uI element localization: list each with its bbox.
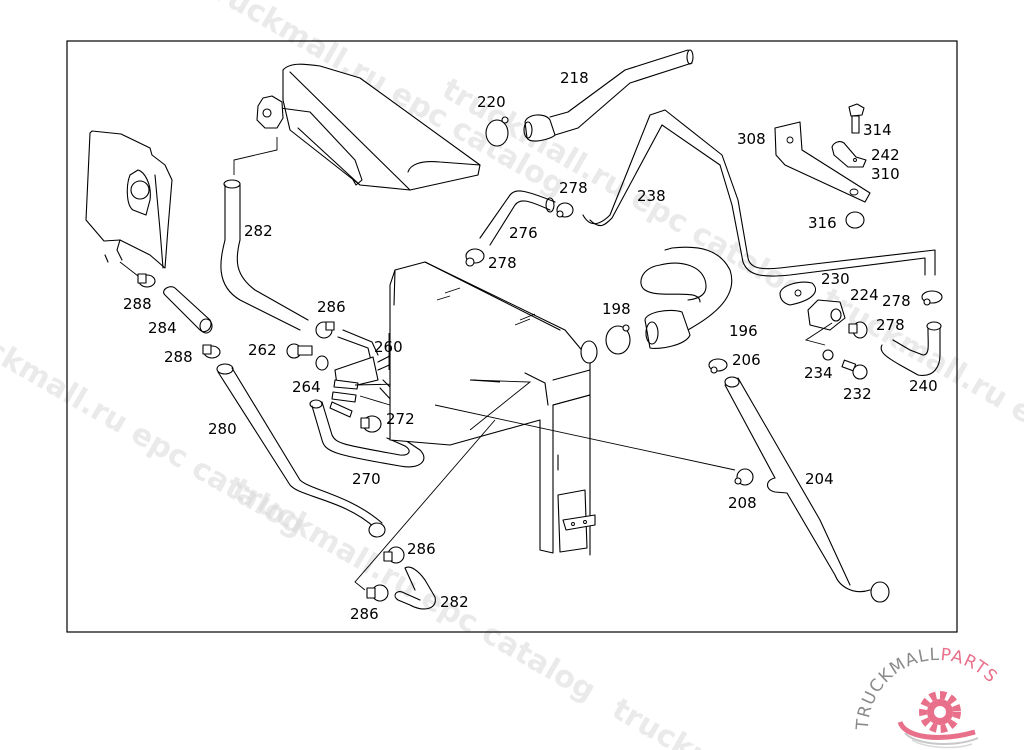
part-label[interactable]: 286	[350, 605, 379, 623]
part-label[interactable]: 278	[559, 179, 588, 197]
air-duct	[233, 63, 481, 191]
part-label[interactable]: 282	[440, 593, 469, 611]
hose-276	[479, 190, 556, 246]
part-label[interactable]: 276	[509, 224, 538, 242]
radiator	[389, 261, 598, 556]
part-label[interactable]: 240	[909, 377, 938, 395]
part-label[interactable]: 208	[728, 494, 757, 512]
hose-218	[523, 49, 694, 142]
washer-234	[822, 349, 834, 361]
part-label[interactable]: 198	[602, 300, 631, 318]
clamp-286-mid	[383, 546, 405, 564]
clamp-278-upper	[556, 202, 574, 218]
hose-238	[582, 109, 936, 277]
clamp-288-upper	[119, 261, 156, 288]
part-label[interactable]: 286	[317, 298, 346, 316]
bracket-308	[774, 121, 871, 203]
part-label[interactable]: 260	[374, 338, 403, 356]
clamp-198	[605, 324, 631, 355]
diagram-frame	[66, 40, 958, 633]
part-label[interactable]: 264	[292, 378, 321, 396]
clamp-288-lower	[202, 344, 221, 359]
truckmall-parts-logo: TRUCKMALLPARTS	[853, 645, 1002, 749]
clamp-278-right-lower	[848, 321, 868, 339]
nut-316	[845, 211, 865, 229]
bolt-314	[848, 103, 865, 134]
clamp-206	[708, 358, 728, 374]
gear-icon	[919, 691, 961, 733]
bolt-262	[286, 343, 313, 359]
part-label[interactable]: 280	[208, 420, 237, 438]
watermark: truckmall.ru	[606, 692, 804, 750]
part-label[interactable]: 310	[871, 165, 900, 183]
part-label[interactable]: 270	[352, 470, 381, 488]
clamp-208	[734, 468, 754, 486]
part-label[interactable]: 284	[148, 319, 177, 337]
part-label[interactable]: 238	[637, 187, 666, 205]
part-label[interactable]: 220	[477, 93, 506, 111]
part-label[interactable]: 316	[808, 214, 837, 232]
leader-line	[804, 322, 833, 346]
clamp-278-right-upper	[921, 290, 943, 306]
part-label[interactable]: 308	[737, 130, 766, 148]
leader-line	[354, 419, 496, 591]
part-label[interactable]: 314	[863, 121, 892, 139]
hose-270	[311, 401, 425, 468]
washer-264	[315, 355, 329, 371]
hose-280	[217, 367, 383, 529]
clamp-286-lower	[366, 584, 389, 602]
clip-242	[831, 141, 867, 168]
part-label[interactable]: 204	[805, 470, 834, 488]
expansion-tank	[85, 130, 173, 269]
part-label[interactable]: 234	[804, 364, 833, 382]
part-label[interactable]: 196	[729, 322, 758, 340]
hose-204	[724, 376, 890, 603]
hose-282-upper	[220, 184, 309, 331]
part-label[interactable]: 288	[164, 348, 193, 366]
part-label[interactable]: 278	[876, 316, 905, 334]
part-labels: 218 220 308 314 242 310 316 238 278 276 …	[123, 69, 938, 623]
part-label[interactable]: 288	[123, 295, 152, 313]
hose-240	[880, 321, 942, 376]
part-label[interactable]: 286	[407, 540, 436, 558]
hose-284	[163, 286, 212, 333]
clamp-220	[485, 116, 509, 147]
part-label[interactable]: 278	[488, 254, 517, 272]
part-label[interactable]: 224	[850, 286, 879, 304]
clamp-286-upper	[315, 321, 335, 339]
logo-text-secondary: PARTS	[940, 645, 1002, 688]
hose-282-lower	[394, 566, 436, 610]
clamp-278-radiator	[465, 248, 485, 267]
hose-196	[640, 246, 733, 349]
leader-line	[434, 404, 736, 471]
clamp-272	[360, 415, 382, 433]
part-label[interactable]: 278	[882, 292, 911, 310]
part-label[interactable]: 218	[560, 69, 589, 87]
part-label[interactable]: 282	[244, 222, 273, 240]
part-label[interactable]: 232	[843, 385, 872, 403]
gasket-230	[779, 281, 817, 306]
part-label[interactable]: 272	[386, 410, 415, 428]
part-label[interactable]: 206	[732, 351, 761, 369]
leader-line	[469, 379, 532, 431]
part-label[interactable]: 242	[871, 146, 900, 164]
part-label[interactable]: 230	[821, 270, 850, 288]
flange-224	[807, 299, 846, 331]
part-label[interactable]: 262	[248, 341, 277, 359]
bolt-232	[841, 359, 868, 380]
